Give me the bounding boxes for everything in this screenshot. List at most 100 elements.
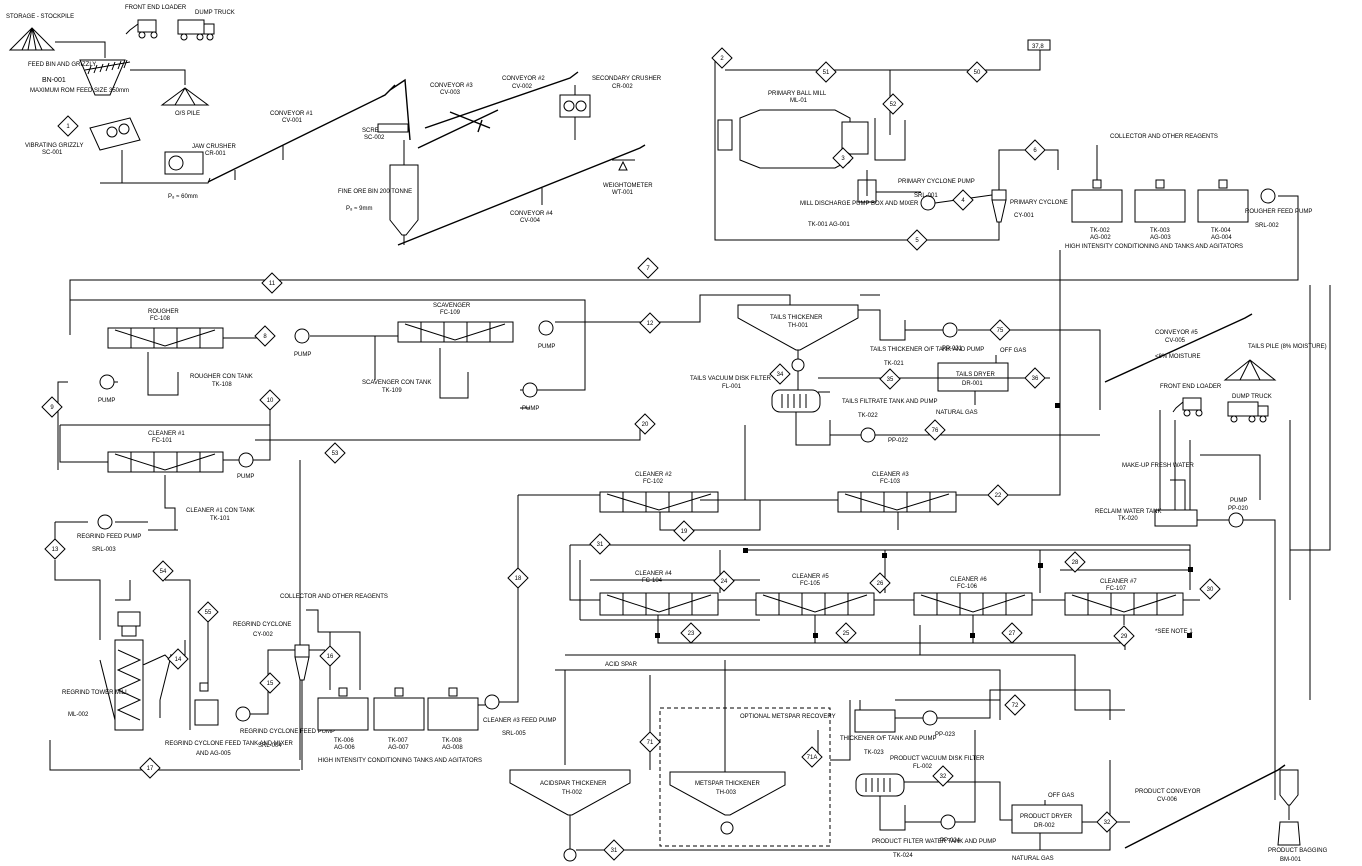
stream-diamond — [589, 533, 611, 555]
regrind-cyclone-label: REGRIND CYCLONE — [233, 622, 291, 628]
pp021-pump-icon — [942, 322, 958, 338]
scavenger-cells — [397, 321, 514, 343]
sec-crusher-label: SECONDARY CRUSHER — [592, 76, 662, 82]
cv006-label: CV-006 — [1157, 797, 1178, 803]
mill-pumpbox-id: TK-001 AG-001 — [808, 222, 850, 228]
regrind-cyc-pump-label: REGRIND CYCLONE FEED PUMP — [240, 729, 335, 735]
grizzly-bars-icon — [84, 59, 131, 75]
product-dryer-icon — [1011, 804, 1083, 834]
stream-diamond — [254, 325, 276, 347]
optional-metspar-box — [659, 707, 831, 847]
regrind-lines — [49, 579, 300, 771]
rougher-cells — [107, 327, 224, 349]
tk024-label: TK-024 — [893, 853, 913, 859]
stream-number: 7 — [646, 266, 650, 272]
tails-lines — [789, 294, 1101, 410]
ml002-label: ML-002 — [68, 712, 89, 718]
flotation-area: ROUGHER FC-108 SCAVENGER FC-109 PUMP PUM… — [54, 250, 1331, 800]
prod-conv-label: PRODUCT CONVEYOR — [1135, 789, 1201, 795]
product-vac-filter-icon — [855, 773, 905, 797]
stream-number: 9 — [50, 405, 54, 411]
scav-con-pump-icon — [522, 382, 538, 398]
os-pile-label: O/S PILE — [175, 111, 200, 117]
prod-vac-label: PRODUCT VACUUM DISK FILTER — [890, 756, 985, 762]
stream-marker: 3 — [832, 147, 854, 169]
stream-number: 18 — [515, 576, 522, 582]
cyc-pump-label: PRIMARY CYCLONE PUMP — [898, 179, 975, 185]
stream-marker: 34 — [769, 363, 791, 385]
stream-diamond — [639, 312, 661, 334]
cleaner5-label: CLEANER #5 — [792, 574, 829, 580]
stream-diamond — [906, 229, 928, 251]
regrind-tower-mill-icon — [99, 611, 171, 731]
fl001-label: FL-001 — [722, 384, 742, 390]
natural-gas-label: NATURAL GAS — [936, 410, 978, 416]
stream-number: 14 — [175, 657, 182, 663]
stream-marker: 53 — [324, 442, 346, 464]
stream-number: 71 — [647, 740, 654, 746]
stream-diamond — [1024, 367, 1046, 389]
stream-number: 31 — [597, 542, 604, 548]
stream-diamond — [1064, 551, 1086, 573]
jaw-label: JAW CRUSHER — [192, 144, 236, 150]
fc107-label: FC-107 — [1106, 586, 1127, 592]
conveyor-1-supports — [234, 145, 284, 180]
tk023-label: TK-023 — [864, 750, 884, 756]
stream-number: 72 — [1012, 703, 1019, 709]
tails-vac-filter-icon — [771, 389, 821, 413]
grinding-area: PRIMARY BALL MILL ML-01 MILL DISCHARGE P… — [69, 39, 1312, 335]
jaw-crusher-icon — [164, 151, 204, 175]
stream-marker: 32 — [1096, 811, 1118, 833]
stream-diamond — [966, 61, 988, 83]
fc104-label: FC-104 — [642, 578, 663, 584]
stream-diamond — [673, 520, 695, 542]
prod-filter-tank-label: PRODUCT FILTER WATER TANK AND PUMP — [872, 839, 996, 845]
stream-number: 53 — [332, 451, 339, 457]
stream-diamond — [952, 189, 974, 211]
cleaner2-label: CLEANER #2 — [635, 472, 672, 478]
stream-number: 19 — [681, 529, 688, 535]
stream-diamond — [711, 47, 733, 69]
stream-diamond — [637, 257, 659, 279]
stream-marker: 51 — [815, 61, 837, 83]
stream-diamond — [57, 115, 79, 137]
stream-number: 1 — [66, 124, 70, 130]
stream-number: 3 — [841, 156, 845, 162]
reclaim-label: RECLAIM WATER TANK — [1095, 509, 1161, 515]
pump-label-3: PUMP — [98, 398, 115, 404]
cl3-feed-pump-icon — [484, 694, 500, 710]
srl005-label: SRL-005 — [502, 731, 526, 737]
stream-diamond — [882, 93, 904, 115]
bottom-return-lines — [576, 700, 1111, 851]
cleaner6-label: CLEANER #6 — [950, 577, 987, 583]
stream-marker: 36 — [1024, 367, 1046, 389]
conv3-id: CV-003 — [440, 90, 461, 96]
ball-mill-id: ML-01 — [790, 98, 808, 104]
sec-crusher-id: CR-002 — [612, 84, 633, 90]
cleaner1-label: CLEANER #1 — [148, 431, 185, 437]
regrind-cyc-pump-icon — [235, 706, 251, 722]
cleaner3-cells — [837, 491, 957, 513]
acidspar-thick-label: ACIDSPAR THICKENER — [540, 781, 607, 787]
p80-60-label: P₈ ≈ 60mm — [168, 194, 198, 200]
stream-number: 76 — [932, 428, 939, 434]
check-valves — [655, 403, 1193, 638]
ag007-label: AG-007 — [388, 745, 409, 751]
pp022-label: PP-022 — [888, 438, 909, 444]
th003-label: TH-003 — [716, 790, 737, 796]
vib-grizzly-label: VIBRATING GRIZZLY — [25, 143, 83, 149]
pump-label-2: PUMP — [538, 344, 555, 350]
metspar-thick-label: METSPAR THICKENER — [695, 781, 760, 787]
mill-feed-chute — [717, 119, 733, 151]
stream-marker: 7 — [637, 257, 659, 279]
tails-dryer-icon — [937, 362, 1009, 392]
tk021-label: TK-021 — [884, 361, 904, 367]
scavenger-pump-icon — [538, 320, 554, 336]
stream-diamond — [152, 560, 174, 582]
stream-number: 4 — [961, 198, 965, 204]
fine-ore-label: FINE ORE BIN 200 TONNE — [338, 189, 412, 195]
stream-marker: 35 — [879, 368, 901, 390]
opt-metspar-label: OPTIONAL METSPAR RECOVERY — [740, 714, 836, 720]
tk020-label: TK-020 — [1118, 516, 1138, 522]
scavenger-label: SCAVENGER — [433, 303, 471, 309]
